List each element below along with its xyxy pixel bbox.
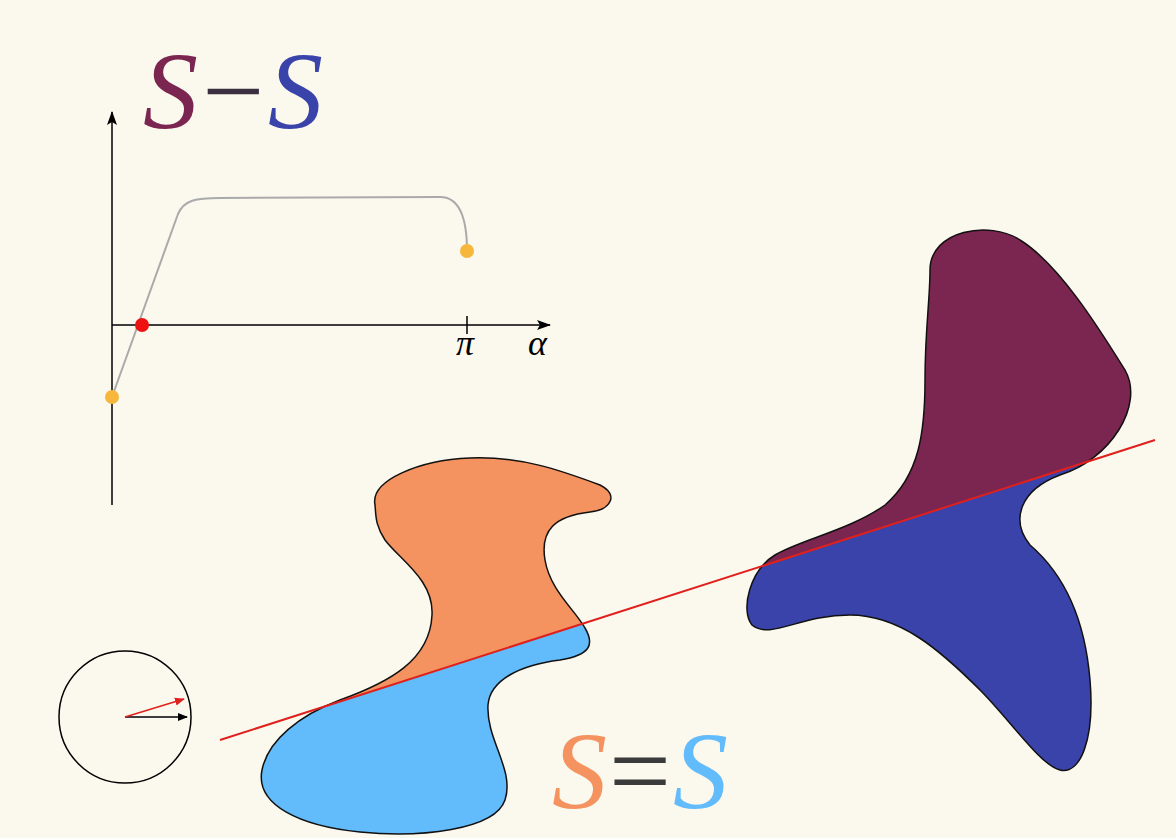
graph <box>105 112 550 505</box>
x-axis <box>112 324 550 326</box>
set-symbol: S <box>143 36 198 146</box>
direction-dial <box>59 651 191 783</box>
y-axis <box>111 112 113 505</box>
right-blob <box>747 230 1131 770</box>
end-dot <box>105 390 119 404</box>
axis-label: α <box>528 325 547 361</box>
tick-label: π <box>456 325 474 361</box>
set-symbol: S <box>268 36 323 146</box>
equals-sign: = <box>609 716 671 826</box>
cut-line <box>220 440 1155 740</box>
curve <box>112 197 467 397</box>
end-dot <box>460 244 474 258</box>
minus-sign: − <box>202 36 264 146</box>
set-symbol: S <box>673 716 728 826</box>
left-blob <box>261 458 611 834</box>
zero-dot <box>135 318 149 332</box>
set-symbol: S <box>552 716 607 826</box>
